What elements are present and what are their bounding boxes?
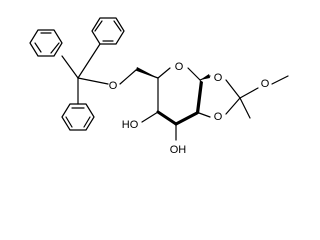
phenyl-ring-upper-right [91,17,125,45]
phenyl-ring-lower [61,103,95,131]
hydroxyl-bottom-label: OH [170,144,187,156]
structure-svg: O O HO OH O O [29,17,289,156]
c4-hydroxyl-bond [141,111,159,123]
c1-wedge [200,74,210,80]
molecule-canvas: O O HO OH O O [29,17,289,156]
ether-oxygen-label: O [109,80,118,92]
methoxy-methyl-bond [271,75,289,85]
hydroxyl-left-label: HO [122,119,139,131]
acetal-methyl-bond [239,97,251,119]
methoxy-oxygen-label: O [261,78,270,90]
pyranose-ring [156,67,203,126]
acetal-oxygen-top-label: O [214,72,223,84]
c5-wedge [136,67,158,78]
acetal-methoxy-bond [239,87,259,99]
ring-oxygen-label: O [175,61,184,73]
acetal-oxygen-bottom-label: O [214,111,223,123]
phenyl-ring-upper-left [29,29,63,57]
trityl-center-bonds [61,43,109,105]
o-ch2-bond [119,69,137,85]
